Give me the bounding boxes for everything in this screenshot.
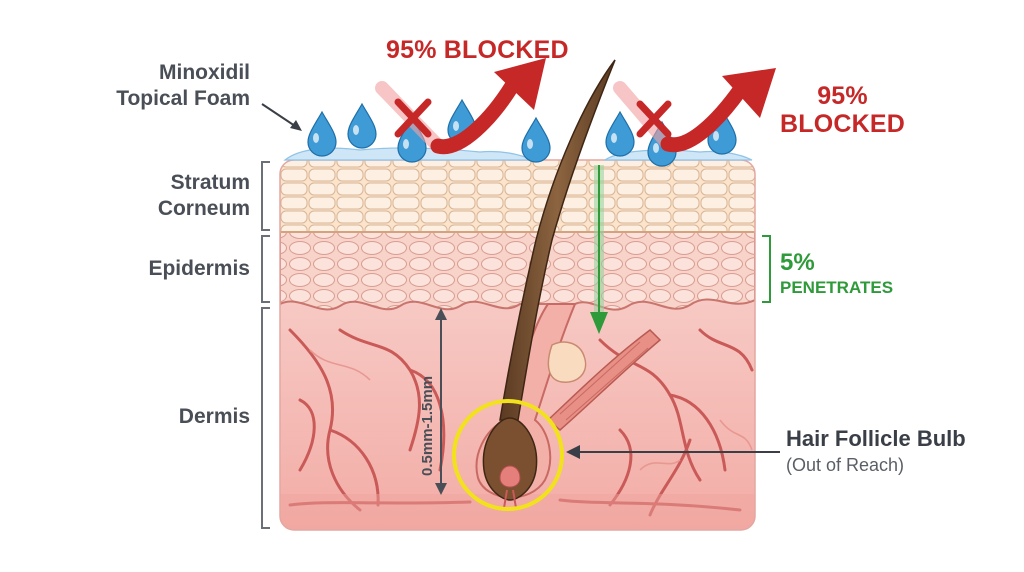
- droplet-icon: [605, 110, 635, 157]
- deflect-arrow-icon: [613, 68, 776, 153]
- bulb-subtitle: (Out of Reach): [786, 455, 905, 475]
- blocked-right-label: 95% BLOCKED: [780, 82, 906, 138]
- epidermis-label: Epidermis: [148, 257, 250, 280]
- hair-bulb: [482, 417, 538, 501]
- sebaceous-gland: [547, 341, 587, 383]
- stratum-corneum-layer: [280, 160, 755, 232]
- blocked-x-icon: [636, 100, 672, 138]
- depth-arrow: [435, 308, 447, 495]
- droplet-icon: [521, 116, 551, 163]
- droplet-icon: [307, 110, 337, 157]
- follicle-highlight-circle: [452, 399, 564, 511]
- epidermis-layer: [280, 231, 755, 311]
- dermis-label: Dermis: [178, 405, 250, 428]
- stratum-corneum-label: Stratum Corneum: [157, 171, 250, 220]
- bulb-title: Hair Follicle Bulb: [786, 426, 966, 451]
- arrector-pili-muscle: [546, 329, 662, 431]
- penetrate-arrow-icon: [590, 165, 608, 334]
- blocked-left-label: 95% BLOCKED: [386, 36, 569, 64]
- penetrate-bracket: [762, 235, 771, 303]
- blocked-x-icon: [394, 98, 432, 138]
- layer-brackets: [261, 161, 270, 529]
- hair-shaft: [499, 59, 616, 421]
- depth-label: 0.5mm-1.5mm: [419, 376, 436, 476]
- foam-label: Minoxidil Topical Foam: [116, 61, 250, 110]
- capillaries: [309, 349, 753, 471]
- penetrates-percent: 5%: [780, 249, 815, 276]
- penetrates-label: PENETRATES: [780, 278, 894, 297]
- blood-vessels: [288, 328, 754, 517]
- droplet-icon: [347, 102, 377, 149]
